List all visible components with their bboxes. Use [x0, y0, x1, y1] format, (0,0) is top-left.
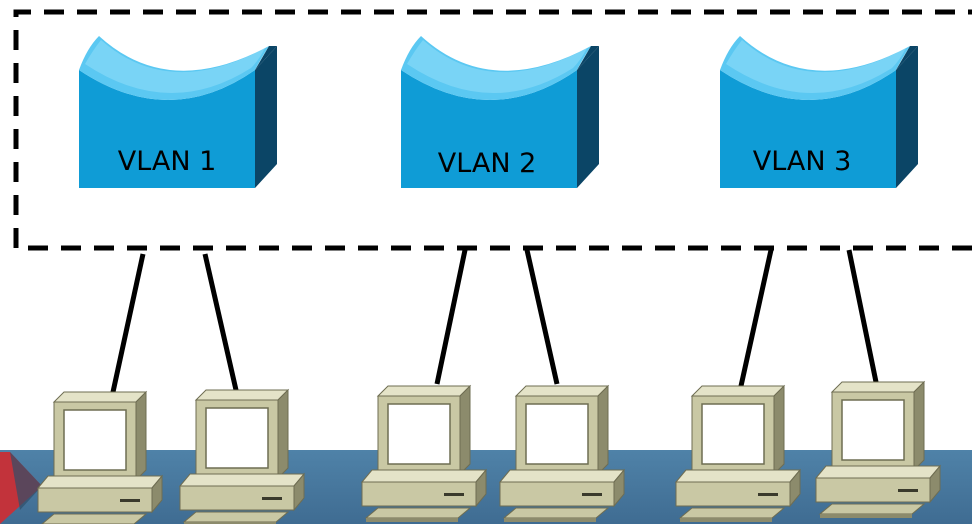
- vlan-switch-2: VLAN 2: [401, 36, 599, 188]
- desktop-computer-icon: [815, 381, 941, 519]
- vlan-switch-3: VLAN 3: [720, 36, 918, 188]
- link-vlan3-pc5: [738, 249, 774, 387]
- link-vlan1-pc1: [110, 253, 146, 393]
- vlan-label: VLAN 3: [753, 146, 852, 177]
- desktop-computer-icon: [499, 385, 625, 523]
- computer-1: [37, 391, 163, 524]
- desktop-computer-icon: [675, 385, 801, 523]
- computer-6: [815, 381, 941, 519]
- computer-5: [675, 385, 801, 523]
- link-vlan2-pc3: [434, 249, 468, 385]
- vlan-boundary: [13, 9, 972, 251]
- desktop-computer-icon: [179, 389, 305, 524]
- vlan-switch-1: VLAN 1: [79, 36, 277, 188]
- desktop-computer-icon: [361, 385, 487, 523]
- link-vlan3-pc6: [846, 249, 879, 383]
- computer-4: [499, 385, 625, 523]
- desktop-computer-icon: [37, 391, 163, 524]
- link-vlan1-pc2: [202, 253, 239, 391]
- computer-2: [179, 389, 305, 524]
- vlan-label: VLAN 1: [118, 146, 217, 177]
- link-vlan2-pc4: [524, 249, 560, 385]
- computer-3: [361, 385, 487, 523]
- vlan-label: VLAN 2: [438, 148, 537, 179]
- connection-lines: [110, 249, 879, 393]
- footer-accent-shadow: [10, 452, 42, 510]
